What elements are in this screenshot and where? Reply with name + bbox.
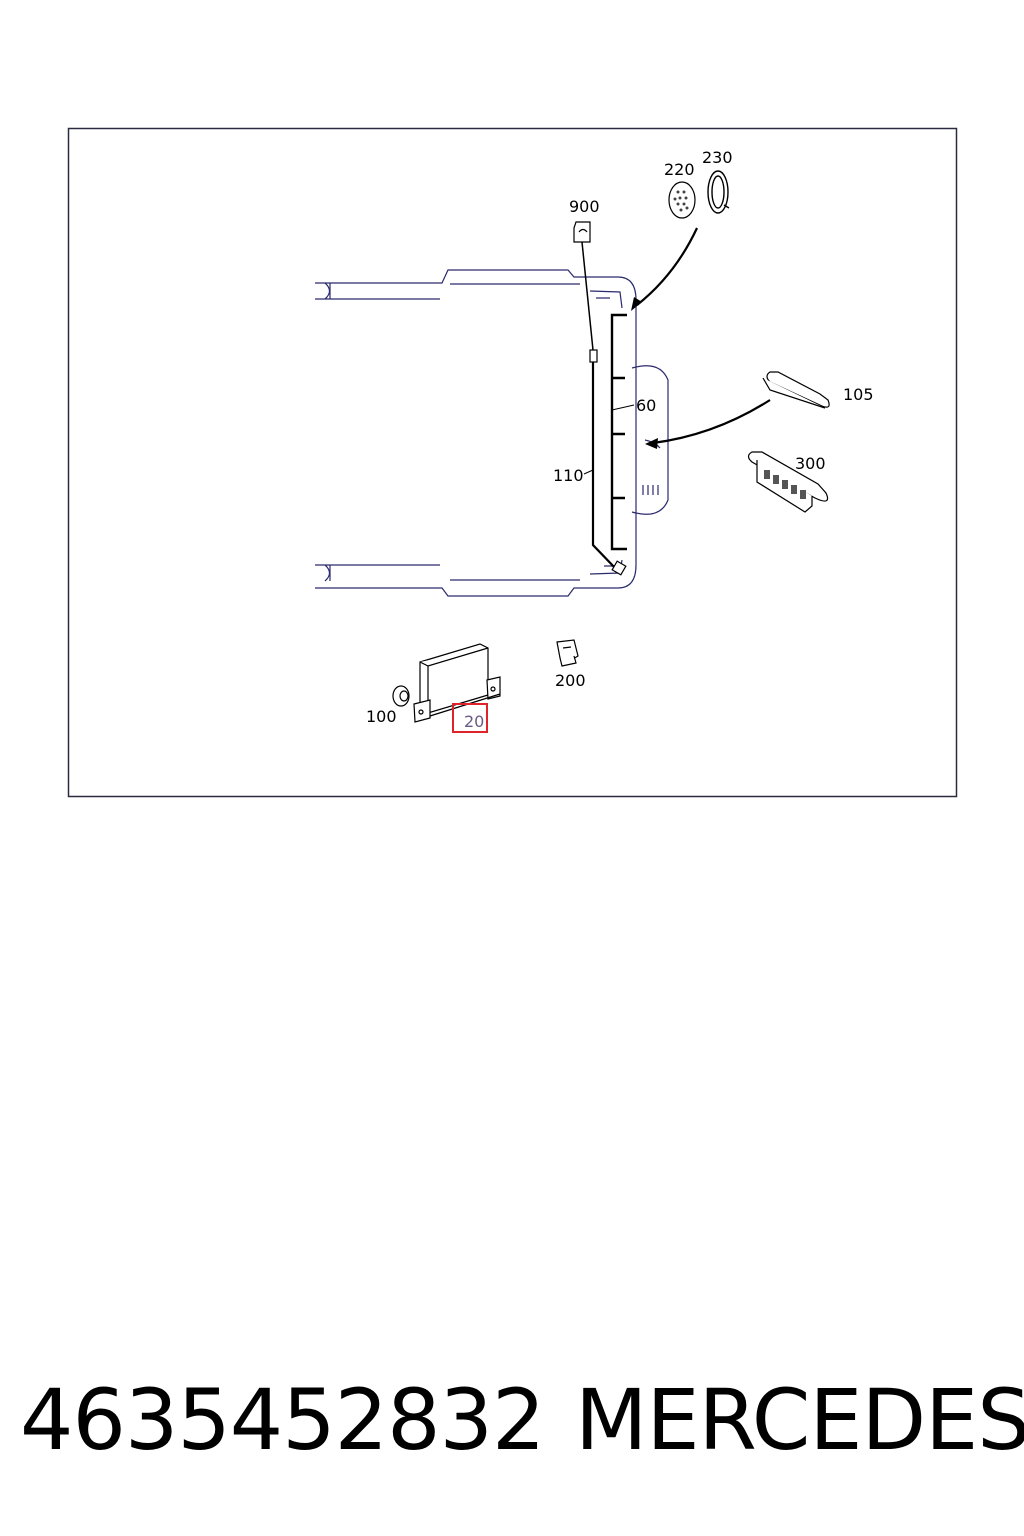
clip-200 <box>556 639 579 667</box>
cover-105 <box>762 371 830 409</box>
parts-diagram: 900 220 230 105 60 300 110 200 100 20 <box>67 127 958 798</box>
cable-110 <box>581 241 627 576</box>
callout-300: 300 <box>795 454 826 473</box>
callout-900: 900 <box>569 197 600 216</box>
callout-220: 220 <box>664 160 695 179</box>
speaker-220 <box>668 181 696 219</box>
arrows <box>636 227 771 445</box>
callout-200: 200 <box>555 671 586 690</box>
callout-100: 100 <box>366 707 397 726</box>
highlight-box-20 <box>452 703 488 733</box>
brand-name: MERCEDES <box>575 1371 1024 1469</box>
callout-105: 105 <box>843 385 874 404</box>
part-number: 4635452832 <box>20 1371 545 1469</box>
diagram-frame <box>67 127 958 798</box>
callout-60: 60 <box>636 396 656 415</box>
ring-230 <box>707 170 730 214</box>
callout-20: 20 <box>464 712 484 731</box>
connector-900 <box>573 221 591 243</box>
footer-caption: 4635452832 MERCEDES <box>0 1360 1024 1480</box>
door-panel-outline <box>315 269 669 597</box>
bracket-60 <box>610 313 627 551</box>
control-unit-20 <box>413 643 501 723</box>
callout-110: 110 <box>553 466 584 485</box>
switch-panel-300 <box>747 451 829 513</box>
callout-230: 230 <box>702 148 733 167</box>
grommet-100 <box>392 685 410 707</box>
